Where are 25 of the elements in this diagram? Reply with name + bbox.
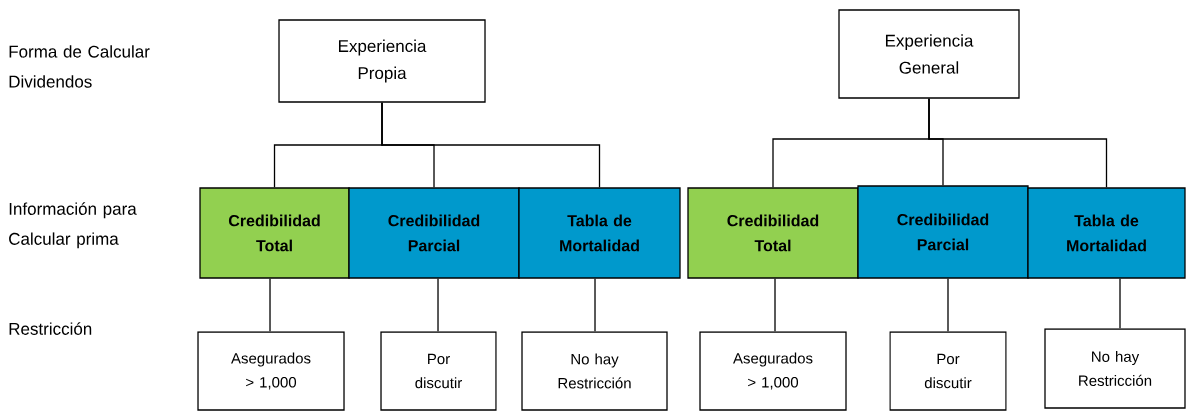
text-box: No hay Restricción [521,331,668,411]
connector-line [947,278,949,332]
category-box: Tabla de Mortalidad [1027,187,1186,279]
text-box: Experiencia Propia [278,19,486,103]
category-box: Credibilidad Parcial [348,187,520,279]
connector-line [594,278,596,332]
row-label: Forma de Calcular Dividendos [9,45,150,88]
text-box: Asegurados > 1,000 [699,331,847,411]
row-label: Restricción [9,322,92,335]
text-box: Asegurados > 1,000 [197,331,345,411]
text-box: Experiencia General [838,9,1020,99]
category-box: Credibilidad Total [199,187,350,279]
category-box: Tabla de Mortalidad [518,187,681,279]
connector-line [1119,278,1121,329]
category-box: Credibilidad Total [687,187,859,279]
connector-line [381,102,601,188]
connector-line [928,98,1108,188]
text-box: No hay Restricción [1044,328,1186,409]
category-box: Credibilidad Parcial [857,185,1029,279]
connector-line [437,278,439,332]
text-box: Por discutir [889,331,1007,411]
text-box: Por discutir [380,331,497,411]
connector-line [269,278,271,332]
row-label: Información para Calcular prima [9,202,137,249]
connector-line [774,278,776,332]
